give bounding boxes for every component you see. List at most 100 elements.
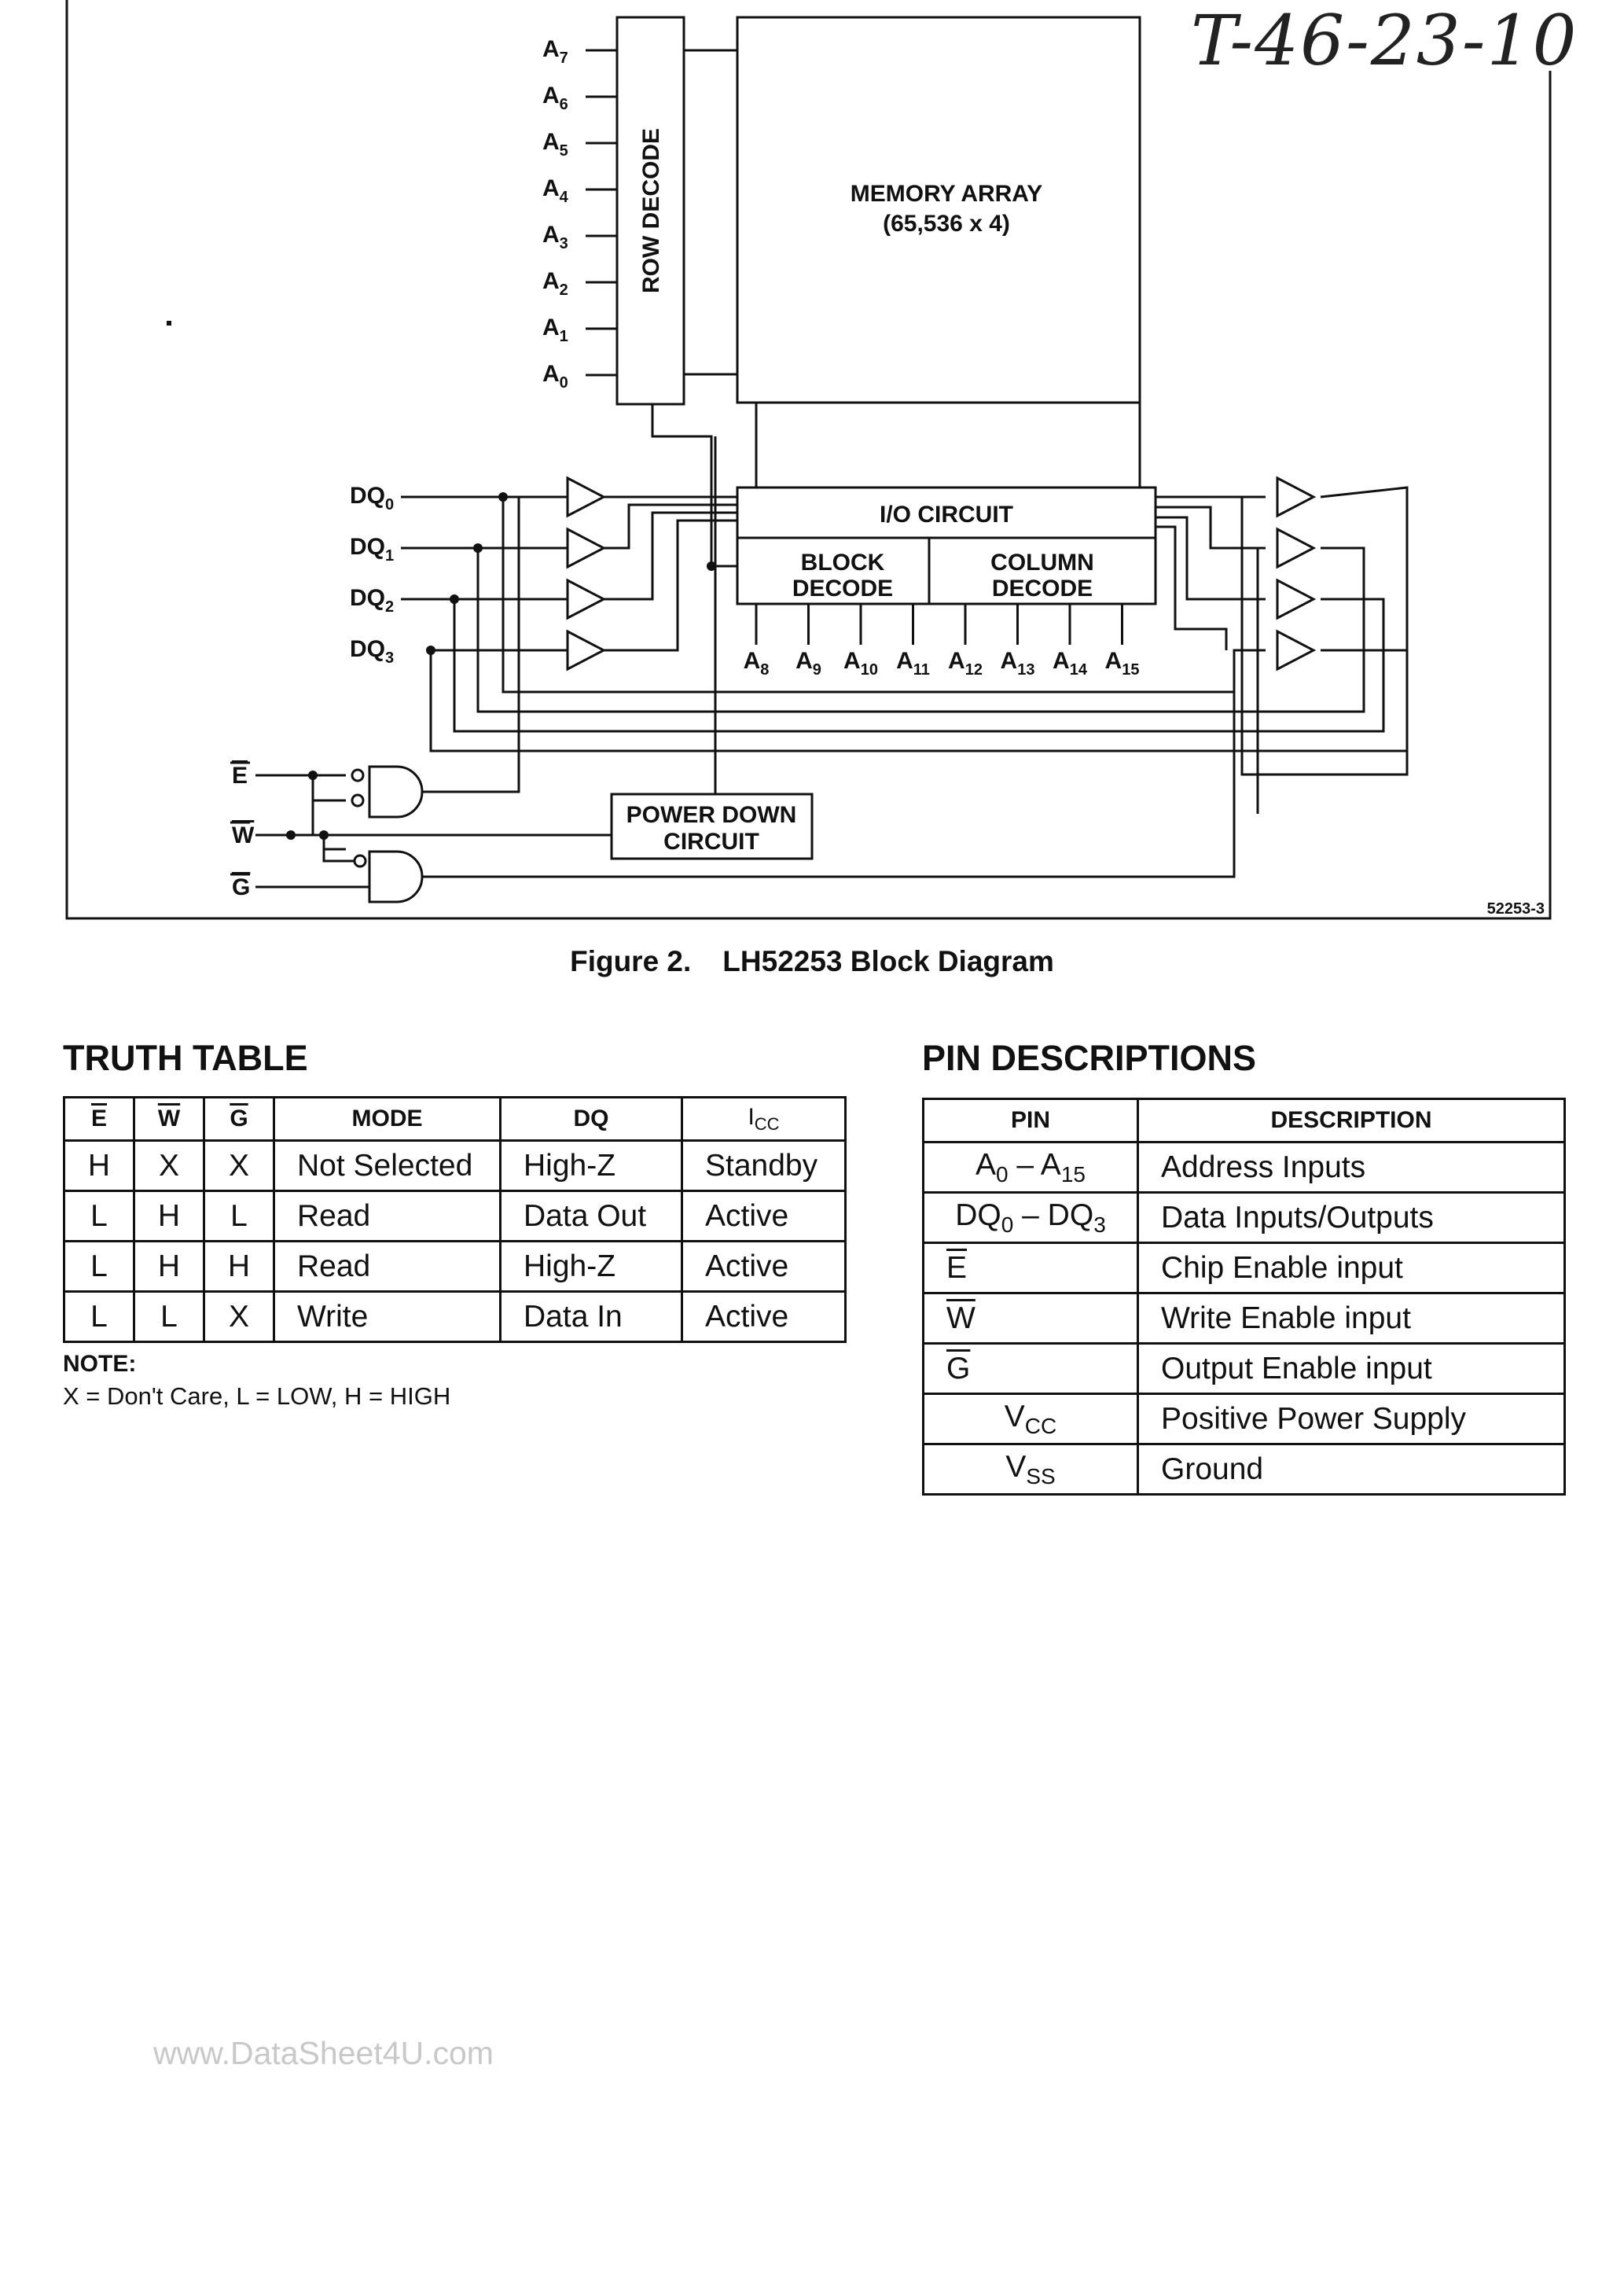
description-cell: Ground <box>1137 1443 1566 1496</box>
table-cell: Data Out <box>499 1190 683 1242</box>
row-decode-block <box>615 16 685 406</box>
row-address-label: A5 <box>542 129 568 160</box>
memory-array-size: (65,536 x 4) <box>883 211 1010 237</box>
pin-cell: G <box>922 1342 1139 1395</box>
block-decode-label: BLOCK <box>801 550 885 576</box>
pin-cell: A0 – A15 <box>922 1141 1139 1194</box>
input-buffer <box>566 578 607 620</box>
row-address-label: A3 <box>542 222 568 252</box>
column-address-label: A13 <box>1001 648 1035 679</box>
table-cell: L <box>203 1190 275 1242</box>
col-header-e: E <box>63 1096 135 1142</box>
note-heading: NOTE: <box>63 1351 137 1377</box>
truth-table-title: TRUTH TABLE <box>63 1038 308 1078</box>
description-cell: Chip Enable input <box>1137 1242 1566 1294</box>
pin-cell: W <box>922 1292 1139 1345</box>
input-buffer <box>566 629 607 672</box>
column-address-label: A8 <box>744 648 770 679</box>
table-cell: Active <box>681 1190 847 1242</box>
col-header-dq: DQ <box>499 1096 683 1142</box>
dq-pin-label: DQ1 <box>350 534 394 565</box>
table-cell: X <box>203 1290 275 1343</box>
pin-cell: DQ0 – DQ3 <box>922 1191 1139 1244</box>
power-down-label: POWER DOWN <box>626 802 797 828</box>
column-address-label: A11 <box>896 648 930 679</box>
table-cell: Active <box>681 1240 847 1293</box>
block-decode-label-2: DECODE <box>792 576 893 602</box>
table-cell: L <box>133 1290 205 1343</box>
col-header-g: G <box>203 1096 275 1142</box>
dq-pin-label: DQ3 <box>350 636 394 667</box>
block-diagram: MEMORY ARRAY (65,536 x 4) I/O CIRCUIT BL… <box>65 0 1552 920</box>
table-cell: Standby <box>681 1139 847 1192</box>
output-buffer <box>1276 578 1317 620</box>
and-gate-enable <box>368 765 424 819</box>
column-address-label: A12 <box>948 648 983 679</box>
table-cell: L <box>63 1190 135 1242</box>
row-decode-label: ROW DECODE <box>638 128 664 293</box>
output-buffer <box>1276 527 1317 569</box>
pin-cell: VCC <box>922 1393 1139 1445</box>
description-cell: Positive Power Supply <box>1137 1393 1566 1445</box>
power-down-block <box>610 793 814 860</box>
row-address-label: A1 <box>542 315 568 345</box>
description-cell: Address Inputs <box>1137 1141 1566 1194</box>
pin-cell: VSS <box>922 1443 1139 1496</box>
table-cell: Not Selected <box>273 1139 502 1192</box>
table-cell: H <box>133 1190 205 1242</box>
description-cell: Data Inputs/Outputs <box>1137 1191 1566 1244</box>
figure-code: 52253-3 <box>1487 900 1545 918</box>
handwritten-note: T-46-23-10 <box>1191 0 1578 81</box>
pin-descriptions-title: PIN DESCRIPTIONS <box>922 1038 1257 1078</box>
row-address-label: A7 <box>542 36 568 67</box>
row-address-label: A2 <box>542 268 568 299</box>
row-address-label: A4 <box>542 175 569 206</box>
column-address-label: A14 <box>1053 648 1088 679</box>
col-header-icc: ICC <box>681 1096 847 1142</box>
diagram-frame <box>65 0 1552 920</box>
column-address-label: A15 <box>1105 648 1140 679</box>
table-cell: Read <box>273 1190 502 1242</box>
col-header-w: W <box>133 1096 205 1142</box>
table-cell: High-Z <box>499 1240 683 1293</box>
row-address-label: A6 <box>542 83 568 113</box>
table-cell: Data In <box>499 1290 683 1343</box>
table-cell: Write <box>273 1290 502 1343</box>
table-cell: H <box>63 1139 135 1192</box>
column-decode-label: COLUMN <box>990 550 1094 576</box>
figure-caption: Figure 2.LH52253 Block Diagram <box>0 945 1624 978</box>
table-cell: X <box>133 1139 205 1192</box>
column-address-label: A9 <box>795 648 821 679</box>
output-buffer <box>1276 629 1317 672</box>
control-pin-label: E <box>232 763 248 789</box>
io-circuit-block <box>736 486 1157 605</box>
col-header-description: DESCRIPTION <box>1137 1098 1566 1143</box>
table-cell: H <box>203 1240 275 1293</box>
description-cell: Output Enable input <box>1137 1342 1566 1395</box>
row-address-label: A0 <box>542 361 568 392</box>
col-header-mode: MODE <box>273 1096 502 1142</box>
control-pin-label: G <box>232 874 250 900</box>
power-down-label-2: CIRCUIT <box>663 829 759 855</box>
table-cell: X <box>203 1139 275 1192</box>
column-decode-label-2: DECODE <box>992 576 1093 602</box>
description-cell: Write Enable input <box>1137 1292 1566 1345</box>
table-cell: H <box>133 1240 205 1293</box>
input-buffer <box>566 527 607 569</box>
input-buffer <box>566 476 607 518</box>
note-text: X = Don't Care, L = LOW, H = HIGH <box>63 1382 451 1410</box>
output-buffer <box>1276 476 1317 518</box>
table-cell: L <box>63 1290 135 1343</box>
control-pin-label: W <box>232 822 255 848</box>
